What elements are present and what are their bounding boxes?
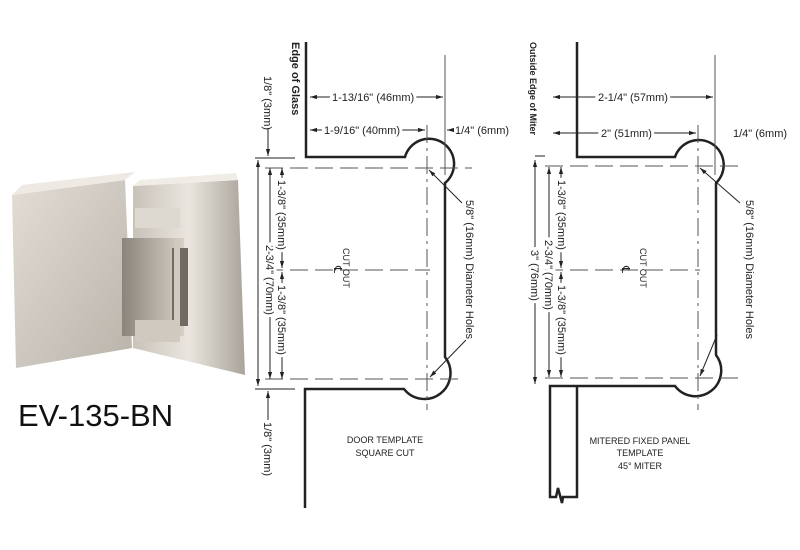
miter-hole-label: 5/8" (16mm) Diameter Holes [743, 200, 755, 339]
door-caption-line1: DOOR TEMPLATE [347, 435, 423, 445]
miter-dim-half-top: 1-3/8" (35mm) [555, 180, 567, 250]
door-dim-hole: 1-9/16" (40mm) [324, 125, 400, 137]
door-hole-label: 5/8" (16mm) Diameter Holes [463, 200, 475, 339]
door-dim-height: 2-3/4" (70mm) [263, 245, 275, 315]
door-dim-top-gap: 1/8" (3mm) [261, 76, 273, 130]
miter-edge-label: Outside Edge of Miter [528, 42, 538, 136]
door-centerline-symbol: ℄ [331, 265, 343, 273]
miter-caption-line2: TEMPLATE [617, 448, 664, 458]
miter-dim-half-bottom: 1-3/8" (35mm) [555, 285, 567, 355]
miter-caption-line3: 45° MITER [618, 461, 663, 471]
miter-caption-line1: MITERED FIXED PANEL [590, 436, 691, 446]
miter-dim-height: 2-3/4" (70mm) [542, 240, 554, 310]
miter-dim-overall: 2-1/4" (57mm) [598, 92, 668, 104]
door-dim-half-top: 1-3/8" (35mm) [275, 180, 287, 250]
door-edge-label: Edge of Glass [289, 42, 301, 115]
hinge-photo [12, 172, 245, 375]
miter-centerline-symbol: ℄ [619, 265, 631, 273]
miter-dim-total: 3" (76mm) [528, 250, 540, 301]
door-caption-line2: SQUARE CUT [355, 448, 415, 458]
miter-template [532, 42, 742, 504]
miter-dim-hole: 2" (51mm) [601, 128, 652, 140]
door-dim-offset: 1/4" (6mm) [455, 125, 509, 137]
door-template [255, 42, 472, 508]
door-cutout-label: CUT OUT [341, 248, 351, 288]
door-dim-half-bottom: 1-3/8" (35mm) [275, 285, 287, 355]
product-model-label: EV-135-BN [18, 398, 174, 433]
miter-dim-offset: 1/4" (6mm) [733, 128, 787, 140]
miter-cutout-label: CUT OUT [638, 248, 648, 288]
door-dim-overall: 1-13/16" (46mm) [332, 92, 414, 104]
door-dim-bottom-gap: 1/8" (3mm) [261, 422, 273, 476]
